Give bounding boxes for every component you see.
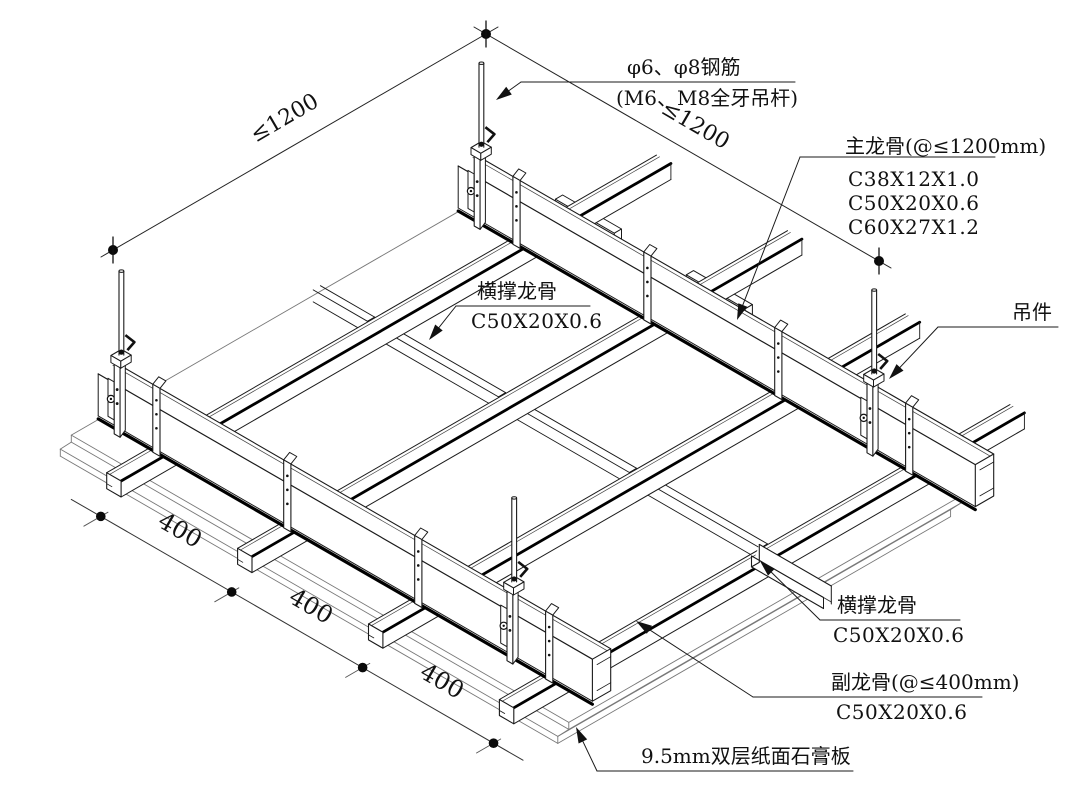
label-gypsum-board-title: 9.5mm双层纸面石膏板: [641, 744, 851, 768]
label-cross-runner-bottom-title: 横撑龙骨: [837, 593, 917, 617]
dim-chain-400-1: 400: [153, 506, 207, 553]
label-cross-runner-bottom-spec: C50X20X0.6: [833, 623, 964, 647]
isometric-structure: [59, 20, 1059, 772]
label-main-runner-spec-2: C50X20X0.6: [848, 191, 979, 215]
label-main-runner-title: 主龙骨(@≤1200mm): [845, 134, 1046, 158]
dim-left-1200: ≤1200: [246, 89, 323, 148]
label-cross-runner-top-spec: C50X20X0.6: [471, 309, 602, 333]
label-main-runner-spec-3: C60X27X1.2: [848, 215, 979, 239]
label-sub-runner-spec: C50X20X0.6: [836, 700, 967, 724]
label-hanger-rod-subtitle: (M6、M8全牙吊杆): [616, 86, 798, 110]
label-cross-runner-top-title: 横撑龙骨: [477, 279, 557, 303]
label-main-runner-spec-1: C38X12X1.0: [848, 167, 979, 191]
label-hanger-title: 吊件: [1012, 300, 1052, 324]
dim-chain-400-3: 400: [415, 657, 469, 704]
label-sub-runner-title: 副龙骨(@≤400mm): [831, 670, 1019, 694]
label-hanger-rod-title: φ6、φ8钢筋: [627, 55, 740, 79]
